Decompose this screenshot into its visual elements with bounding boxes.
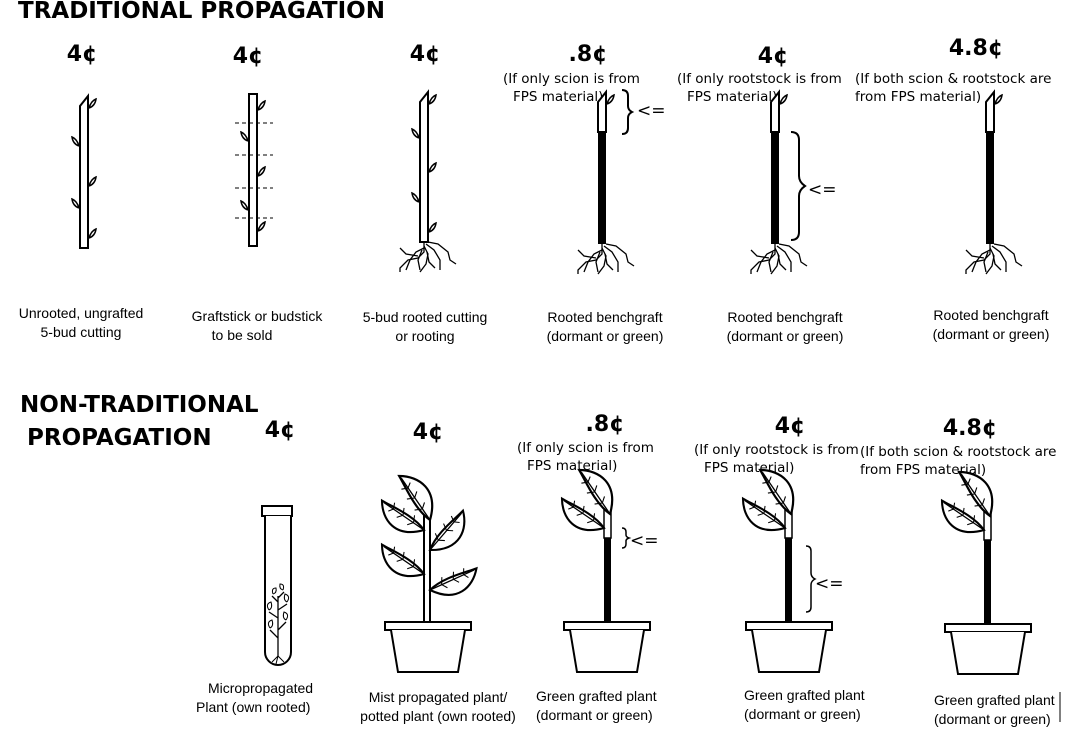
note-t5: (If only rootstock is from FPS material) (677, 71, 842, 105)
non-traditional-title-line1: NON-TRADITIONAL (20, 392, 259, 418)
non-traditional-title-line2: PROPAGATION (27, 425, 212, 451)
caption-t6: Rooted benchgraft(dormant or green) (932, 307, 1050, 342)
caption-n5: Green grafted plant(dormant or green) (934, 692, 1055, 727)
benchgraft-rootstock-drawing (750, 89, 808, 275)
traditional-title: TRADITIONAL PROPAGATION (18, 0, 385, 24)
bracket-label-n4: <= (815, 574, 844, 594)
note-t4: (If only scion is from FPS material) (503, 71, 640, 105)
green-graft-scion-drawing (560, 468, 651, 673)
note-t6: (If both scion & rootstock are from FPS … (855, 71, 1052, 105)
note-n5: (If both scion & rootstock are from FPS … (860, 444, 1057, 478)
price-t3: 4¢ (409, 42, 441, 67)
caption-n2: Mist propagated plant/potted plant (own … (360, 689, 516, 724)
caption-t5: Rooted benchgraft(dormant or green) (726, 309, 844, 344)
price-n1: 4¢ (264, 418, 296, 443)
price-n3: .8¢ (585, 412, 625, 437)
benchgraft-scion-drawing (577, 89, 635, 275)
bracket-label-n3: <= (630, 531, 659, 551)
graftstick-drawing (235, 93, 273, 247)
green-graft-both-drawing (940, 470, 1032, 675)
caption-n3: Green grafted plant(dormant or green) (536, 688, 657, 723)
bracket-label-t4: <= (637, 101, 666, 121)
benchgraft-both-drawing (965, 89, 1023, 275)
price-t4: .8¢ (568, 42, 608, 67)
price-t5: 4¢ (757, 44, 789, 69)
caption-t4: Rooted benchgraft(dormant or green) (546, 309, 664, 344)
note-n3: (If only scion is from FPS material) (517, 440, 654, 474)
bracket-label-t5: <= (808, 180, 837, 200)
price-t1: 4¢ (66, 42, 98, 67)
caption-n4: Green grafted plant(dormant or green) (744, 687, 865, 722)
price-n2: 4¢ (412, 420, 444, 445)
price-t2: 4¢ (232, 44, 264, 69)
price-n5: 4.8¢ (942, 416, 998, 441)
price-n4: 4¢ (774, 414, 806, 439)
green-graft-rootstock-drawing (741, 468, 833, 673)
cutting-drawing (71, 93, 97, 249)
mist-plant-drawing (380, 474, 478, 673)
rooted-cutting-drawing (399, 89, 457, 273)
price-t6: 4.8¢ (948, 36, 1004, 61)
test-tube-drawing (261, 505, 293, 666)
